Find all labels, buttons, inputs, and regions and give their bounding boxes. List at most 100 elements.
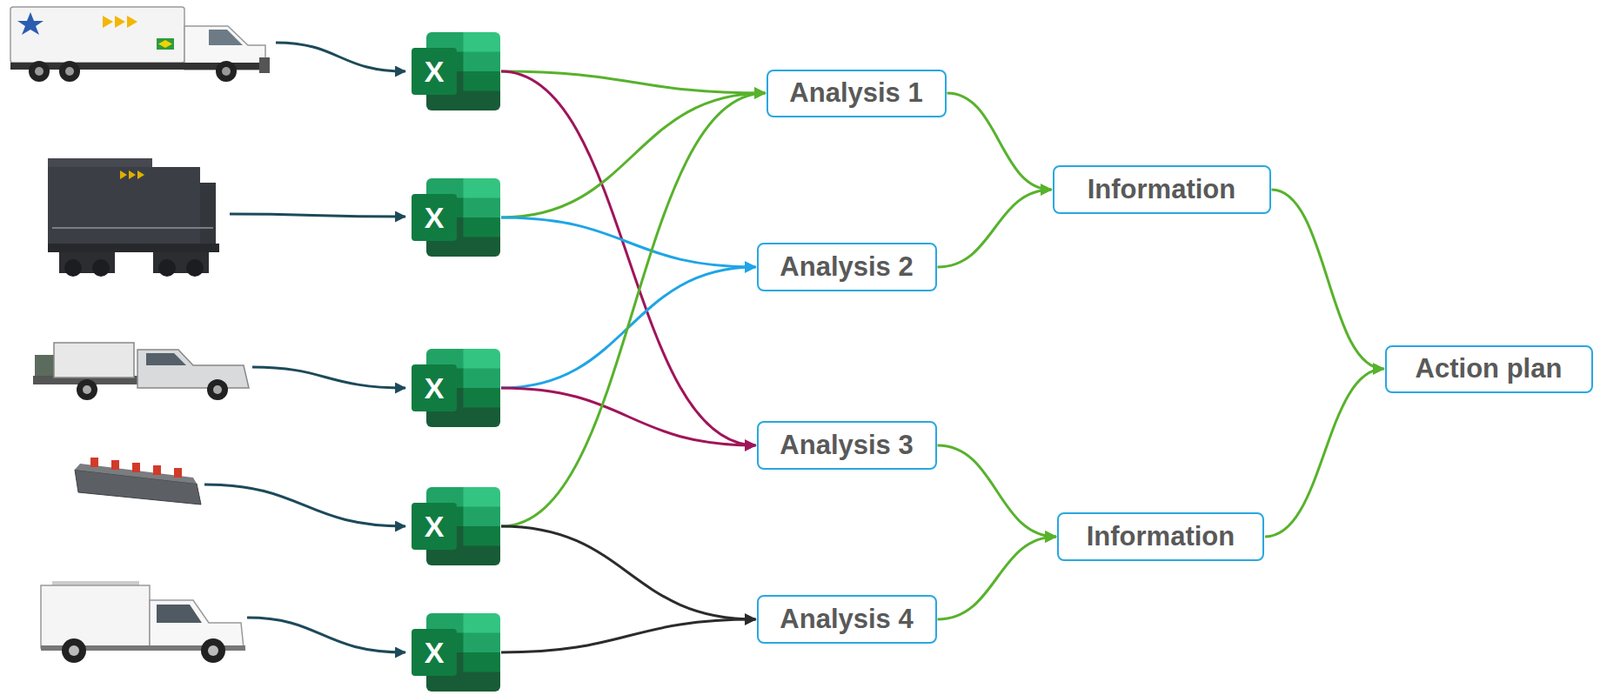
flow-connector: [937, 445, 1058, 537]
equipment-pickup: [33, 342, 249, 401]
process-box: Analysis 2: [756, 242, 938, 292]
box-label: Analysis 2: [779, 252, 913, 282]
icon-front: [411, 194, 457, 242]
red-knob: [153, 465, 161, 476]
sheet-band: [463, 672, 502, 693]
box-label: Analysis 3: [779, 430, 913, 461]
source-arrow: [204, 484, 406, 527]
spreadsheet-icon: X: [411, 487, 501, 566]
handrail: [52, 227, 214, 229]
wheel: [28, 60, 50, 82]
truck-box: [10, 6, 185, 63]
source-arrow: [275, 42, 406, 72]
truck-flag: [156, 38, 175, 50]
sheet-band: [463, 526, 502, 547]
source-arrow: [247, 617, 406, 653]
pickup-window: [156, 604, 202, 623]
process-box: Action plan: [1385, 345, 1594, 394]
icon-front: [411, 502, 457, 550]
flow-connector: [501, 526, 757, 620]
pickup-cab: [137, 349, 249, 389]
flow-connector: [501, 217, 757, 268]
sheet-band: [463, 71, 502, 92]
loco-chevron: [120, 170, 128, 180]
wheel: [59, 60, 81, 82]
sheet-band: [463, 546, 502, 567]
truck-logo: [17, 12, 44, 35]
truck-chevron: [102, 15, 114, 28]
process-box: Analysis 4: [756, 595, 938, 644]
process-box: Information: [1052, 165, 1272, 215]
loco-body: [47, 167, 201, 244]
sheet-band: [463, 32, 502, 53]
wheel: [207, 379, 228, 401]
hub: [207, 645, 219, 657]
box-label: Analysis 4: [779, 604, 913, 635]
process-box: Analysis 3: [756, 421, 938, 470]
spreadsheet-icon: X: [411, 178, 501, 257]
sheet-band: [463, 408, 502, 429]
loco-nose: [200, 182, 216, 244]
truck-chevron: [114, 15, 126, 28]
wheel: [215, 60, 237, 82]
spreadsheet-icon: X: [411, 32, 501, 111]
rail-gear: [259, 57, 270, 74]
box-label: Analysis 1: [789, 78, 923, 108]
icon-letter: X: [411, 502, 457, 550]
icon-letter: X: [411, 194, 457, 242]
flow-connector: [501, 619, 757, 653]
hub: [82, 385, 92, 395]
process-box: Analysis 1: [766, 69, 947, 118]
box-label: Information: [1087, 174, 1237, 205]
red-knob: [174, 468, 182, 478]
hub: [68, 645, 80, 657]
icon-front: [411, 47, 457, 95]
equipment-box: [34, 354, 54, 376]
flow-connector: [501, 71, 766, 94]
sheet-band: [463, 178, 502, 199]
sheet-band: [463, 52, 502, 73]
icon-front: [411, 629, 457, 677]
truck-flag: [158, 40, 173, 48]
truck-chevron: [127, 15, 138, 28]
track-device: [74, 457, 201, 505]
loco-frame: [47, 243, 220, 253]
equipment-box: [53, 342, 134, 378]
wheel: [186, 259, 204, 277]
flow-connector: [1271, 189, 1385, 369]
pickup-window: [146, 353, 187, 366]
sheet-band: [463, 652, 502, 673]
hub: [34, 66, 44, 76]
red-knob: [132, 462, 141, 473]
wheel: [158, 259, 176, 277]
spreadsheet-icon: X: [411, 348, 501, 428]
icon-letter: X: [411, 47, 457, 95]
sheet-band: [463, 348, 502, 369]
red-knob: [90, 457, 99, 468]
wheel: [200, 638, 226, 663]
box-label: Information: [1086, 522, 1236, 552]
wheel: [76, 379, 98, 401]
wheel: [92, 259, 110, 277]
box-label: Action plan: [1415, 354, 1563, 384]
pickup-cab: [149, 600, 244, 649]
wheel: [64, 259, 82, 277]
icon-front: [411, 364, 457, 412]
process-box: Information: [1057, 512, 1265, 562]
flow-connector: [937, 536, 1058, 620]
hub: [221, 66, 231, 76]
sheet-band: [463, 217, 502, 238]
sheet-band: [463, 388, 502, 409]
source-arrows: [204, 42, 406, 653]
loco-chevron: [137, 170, 145, 180]
source-arrow: [229, 214, 406, 217]
sheet-band: [463, 237, 502, 258]
flow-connector: [501, 93, 766, 527]
red-knob: [111, 460, 120, 470]
box-truck: [10, 6, 270, 82]
loco-chevron: [128, 170, 136, 180]
truck-window: [208, 29, 243, 46]
hub: [213, 385, 222, 395]
utility-pickup: [40, 581, 246, 663]
